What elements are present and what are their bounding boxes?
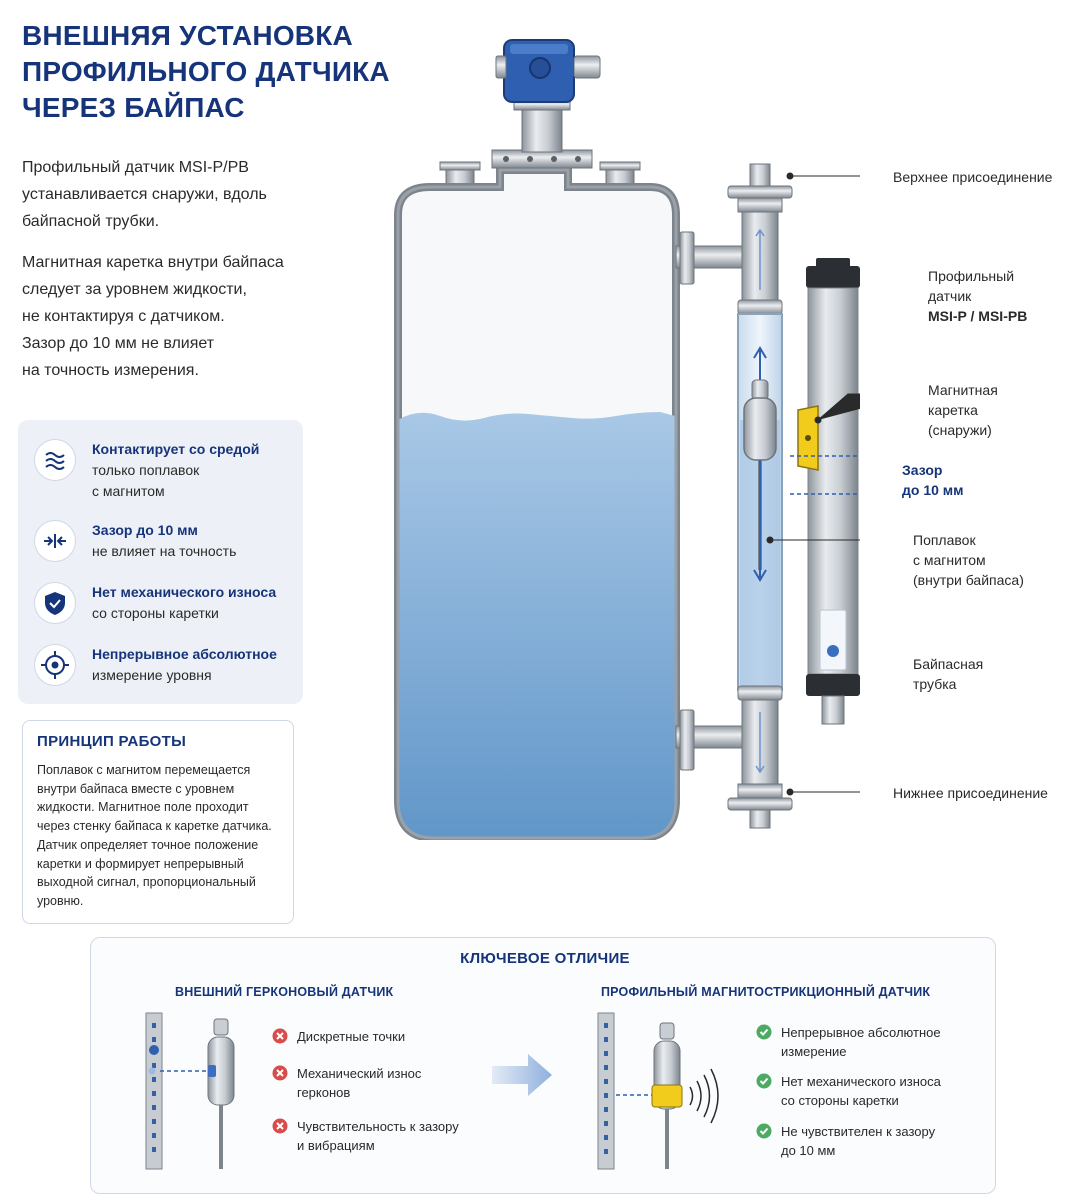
check-icon xyxy=(756,1024,772,1040)
item-line: Чувствительность к зазору xyxy=(297,1119,459,1134)
feature-text-line: со стороны каретки xyxy=(92,605,219,621)
intro-line: Профильный датчик MSI-P/PB xyxy=(22,159,249,176)
item-line: герконов xyxy=(297,1085,351,1100)
side-pipes xyxy=(675,231,749,771)
feature-title: Зазор до 10 мм xyxy=(92,522,198,538)
label-bypass-tube: Байпасная трубка xyxy=(913,654,983,694)
label-sensor-model: MSI-P / MSI-PB xyxy=(928,308,1028,324)
cross-icon xyxy=(272,1028,288,1044)
feature-title: Нет механического износа xyxy=(92,584,277,600)
key-difference-panel xyxy=(90,937,996,1194)
label-magnetic-carriage: Магнитная каретка (снаружи) xyxy=(928,380,998,440)
item-line: Непрерывное абсолютное xyxy=(781,1025,941,1040)
magnetic-carriage xyxy=(797,405,819,471)
title-line-3: ЧЕРЕЗ БАЙПАС xyxy=(22,92,245,123)
magnetostrictive-illustration xyxy=(597,1012,719,1170)
leader-lines xyxy=(766,172,860,796)
reed-item-2: Механический износ герконов xyxy=(297,1064,421,1102)
tank-liquid xyxy=(398,412,676,838)
label-line: до 10 мм xyxy=(902,482,964,498)
item-line: до 10 мм xyxy=(781,1143,836,1158)
check-icon xyxy=(756,1073,772,1089)
label-line: трубка xyxy=(913,676,957,692)
profile-sensor xyxy=(806,258,860,725)
item-line: Нет механического износа xyxy=(781,1074,941,1089)
label-bottom-connection: Нижнее присоединение xyxy=(893,785,1048,801)
item-line: измерение xyxy=(781,1044,847,1059)
feature-title: Непрерывное абсолютное xyxy=(92,646,277,662)
magnetostrictive-item-1: Непрерывное абсолютное измерение xyxy=(781,1023,941,1061)
reed-sensor-heading: ВНЕШНИЙ ГЕРКОНОВЫЙ ДАТЧИК xyxy=(175,985,394,999)
feature-text: только поплавок с магнитом xyxy=(92,460,199,502)
shield-icon xyxy=(34,582,76,624)
feature-item: Нет механического износа со стороны каре… xyxy=(34,582,294,638)
reed-sensor-illustration xyxy=(145,1012,235,1170)
label-float: Поплавок с магнитом (внутри байпаса) xyxy=(913,530,1024,590)
label-line: Магнитная xyxy=(928,382,998,398)
label-top-connection: Верхнее присоединение xyxy=(893,169,1053,185)
check-icon xyxy=(756,1123,772,1139)
gap-indicator xyxy=(790,455,860,495)
item-line: со стороны каретки xyxy=(781,1093,899,1108)
reed-item-1: Дискретные точки xyxy=(297,1027,405,1046)
installation-diagram xyxy=(394,39,860,840)
label-gap: Зазор до 10 мм xyxy=(902,460,964,500)
magnetostrictive-item-3: Не чувствителен к зазору до 10 мм xyxy=(781,1122,935,1160)
feature-item: Непрерывное абсолютное измерение уровня xyxy=(34,644,294,700)
label-line: датчик xyxy=(928,288,972,304)
title-line-1: ВНЕШНЯЯ УСТАНОВКА xyxy=(22,20,353,51)
target-icon xyxy=(34,644,76,686)
intro-line: следует за уровнем жидкости, xyxy=(22,281,247,298)
intro-paragraph-1: Профильный датчик MSI-P/PB устанавливает… xyxy=(22,154,342,235)
feature-title: Контактирует со средой xyxy=(92,441,260,457)
principle-panel: ПРИНЦИП РАБОТЫ Поплавок с магнитом перем… xyxy=(22,720,294,924)
feature-text-line: только поплавок xyxy=(92,462,200,478)
intro-line: байпасной трубки. xyxy=(22,213,160,230)
item-line: Не чувствителен к зазору xyxy=(781,1124,936,1139)
intro-line: устанавливается снаружи, вдоль xyxy=(22,186,267,203)
waves-icon xyxy=(34,439,76,481)
page-title: ВНЕШНЯЯ УСТАНОВКА ПРОФИЛЬНОГО ДАТЧИКА ЧЕ… xyxy=(22,18,442,126)
intro-line: не контактируя с датчиком. xyxy=(22,308,225,325)
label-line: Поплавок xyxy=(913,532,976,548)
principle-text: Поплавок с магнитом перемещается внутри … xyxy=(37,763,272,908)
intro-line: на точность измерения. xyxy=(22,362,199,379)
intro-paragraph-2: Магнитная каретка внутри байпаса следует… xyxy=(22,249,342,384)
feature-text-line: с магнитом xyxy=(92,483,165,499)
top-sensor-head xyxy=(491,39,601,169)
float-with-magnet xyxy=(743,346,777,582)
item-line: и вибрациям xyxy=(297,1138,375,1153)
gap-arrows-icon xyxy=(34,520,76,562)
features-panel: Контактирует со средой только поплавок с… xyxy=(18,420,303,704)
item-line: Дискретные точки xyxy=(297,1029,406,1044)
feature-text-line: измерение уровня xyxy=(92,667,212,683)
comparison-arrow-icon xyxy=(492,1054,552,1096)
title-line-2: ПРОФИЛЬНОГО ДАТЧИКА xyxy=(22,56,390,87)
item-line: Механический износ xyxy=(297,1066,422,1081)
key-difference-title: КЛЮЧЕВОЕ ОТЛИЧИЕ xyxy=(460,950,630,967)
label-line: (снаружи) xyxy=(928,422,992,438)
label-profile-sensor: Профильный датчик MSI-P / MSI-PB xyxy=(928,266,1027,326)
principle-title: ПРИНЦИП РАБОТЫ xyxy=(37,733,187,750)
label-line: Профильный xyxy=(928,268,1015,284)
reed-item-3: Чувствительность к зазору и вибрациям xyxy=(297,1117,459,1155)
label-line: (внутри байпаса) xyxy=(913,572,1024,588)
label-line: Зазор xyxy=(902,462,943,478)
cross-icon xyxy=(272,1118,288,1134)
intro-line: Зазор до 10 мм не влияет xyxy=(22,335,215,352)
magnetostrictive-heading: ПРОФИЛЬНЫЙ МАГНИТОСТРИКЦИОННЫЙ ДАТЧИК xyxy=(601,985,931,999)
feature-item: Контактирует со средой только поплавок с… xyxy=(34,439,294,499)
label-line: каретка xyxy=(928,402,978,418)
feature-text-line: не влияет на точность xyxy=(92,543,237,559)
cross-icon xyxy=(272,1065,288,1081)
label-line: Байпасная xyxy=(913,656,984,672)
label-line: с магнитом xyxy=(913,552,986,568)
intro-line: Магнитная каретка внутри байпаса xyxy=(22,254,284,271)
feature-item: Зазор до 10 мм не влияет на точность xyxy=(34,520,294,576)
magnetostrictive-item-2: Нет механического износа со стороны каре… xyxy=(781,1072,941,1110)
